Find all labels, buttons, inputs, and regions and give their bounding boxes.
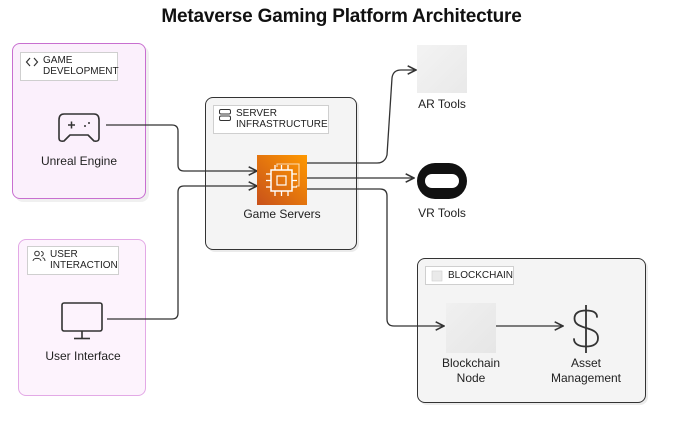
blockchain-placeholder: [446, 303, 496, 353]
group-label-game-development: GAME DEVELOPMENT: [20, 52, 119, 81]
group-label-text: SERVER INFRASTRUCTURE: [236, 108, 328, 130]
code-icon: [25, 57, 39, 67]
edge-servers-to-blockchain: [307, 188, 444, 326]
node-label-game-servers: Game Servers: [243, 207, 321, 221]
chip-icon: [257, 155, 307, 205]
group-label-server-infrastructure: SERVER INFRASTRUCTURE: [213, 105, 329, 134]
group-label-text: BLOCKCHAIN: [448, 270, 514, 281]
node-label-blockchain-node: Blockchain Node: [441, 356, 501, 385]
edge-ui-to-servers: [107, 186, 257, 320]
users-icon: [32, 250, 46, 262]
group-label-user-interaction: USER INTERACTION: [27, 246, 119, 275]
vr-headset-icon: [417, 163, 467, 199]
dollar-icon: [573, 305, 599, 353]
group-label-blockchain: BLOCKCHAIN: [425, 266, 514, 285]
node-label-ar-tools: AR Tools: [418, 97, 466, 111]
edge-servers-to-ar: [307, 70, 416, 164]
monitor-icon: [61, 302, 103, 340]
blockchain-icon: [431, 270, 443, 281]
node-label-user-interface: User Interface: [45, 349, 121, 363]
edge-unreal-to-servers: [106, 124, 257, 171]
node-label-vr-tools: VR Tools: [418, 206, 466, 220]
gamepad-icon: [58, 113, 100, 142]
diagram-title: Metaverse Gaming Platform Architecture: [161, 6, 522, 27]
server-icon: [219, 109, 231, 121]
node-label-unreal-engine: Unreal Engine: [40, 154, 118, 168]
node-label-asset-management: Asset Management: [550, 356, 622, 385]
ar-placeholder: [417, 45, 467, 93]
group-label-text: GAME DEVELOPMENT: [43, 55, 119, 77]
group-label-text: USER INTERACTION: [50, 249, 118, 271]
